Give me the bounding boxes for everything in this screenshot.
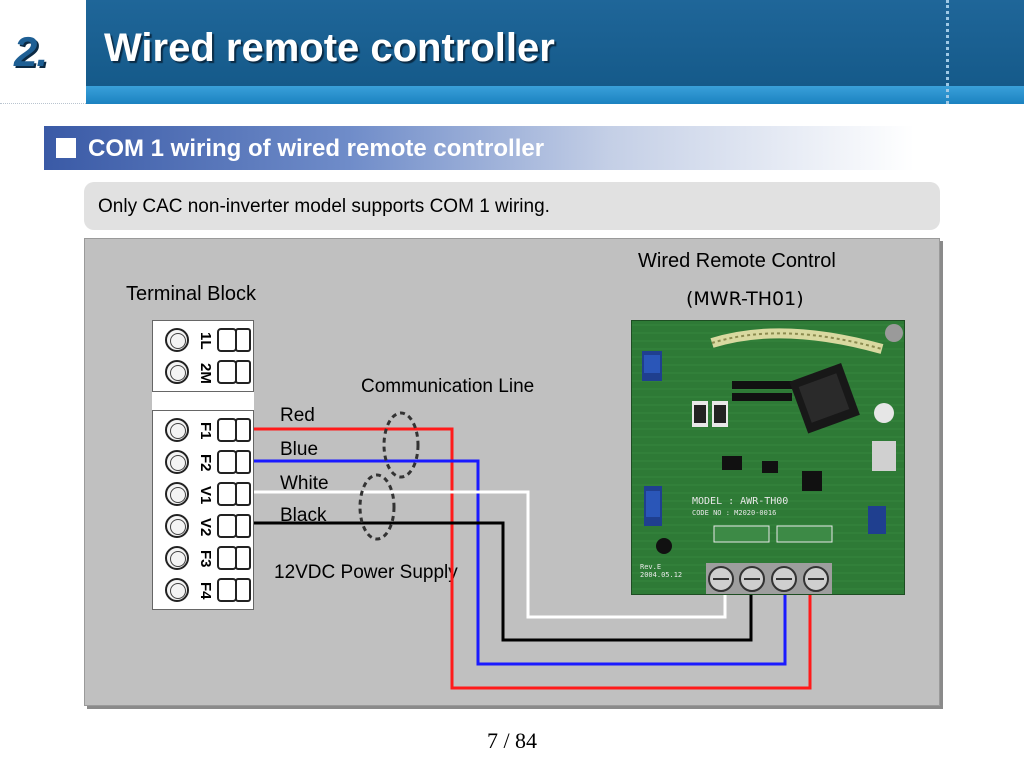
terminal-row: F4 [155,575,251,607]
wire-label-black: Black [280,505,327,526]
terminal-label: F4 [197,582,214,600]
terminal-block-bottom: F1 F2 V1 V2 F3 F4 [152,410,254,610]
terminal-label: 2M [197,362,214,384]
terminal-label: V1 [197,485,214,505]
pcb-code-text: CODE NO : M2020-0016 [692,509,776,517]
screw-icon [165,450,189,474]
section-title: COM 1 wiring of wired remote controller [88,135,545,162]
header-dotted-divider [946,0,949,104]
terminal-socket [235,328,251,352]
section-header: COM 1 wiring of wired remote controller [44,126,914,170]
communication-line-label: Communication Line [361,376,535,397]
power-supply-label: 12VDC Power Supply [274,562,458,583]
header-strip [86,86,1024,104]
screw-icon [165,418,189,442]
remote-control-pcb: MODEL : AWR-TH00 CODE NO : M2020-0016 Re… [631,320,905,595]
header-number-area: 2. [0,0,86,104]
pcb-illustration: MODEL : AWR-TH00 CODE NO : M2020-0016 Re… [632,321,904,594]
terminal-row: F2 [155,447,251,479]
terminal-row: F3 [155,543,251,575]
square-bullet-icon [56,138,76,158]
page-number: 7 / 84 [486,728,538,753]
terminal-socket [235,546,251,570]
note-box: Only CAC non-inverter model supports COM… [84,182,940,230]
terminal-socket [235,360,251,384]
white-wire [254,490,727,619]
screw-icon [165,360,189,384]
note-text: Only CAC non-inverter model supports COM… [98,196,550,217]
terminal-socket [235,418,251,442]
terminal-row: 2M [155,357,251,389]
header-bar [86,0,1024,86]
screw-icon [165,514,189,538]
terminal-label: 1L [197,332,214,350]
terminal-row: 1L [155,325,251,357]
pcb-model-text: MODEL : AWR-TH00 [692,496,788,507]
terminal-socket [235,514,251,538]
remote-control-label: Wired Remote Control [638,250,836,272]
terminal-row: V2 [155,511,251,543]
terminal-label: F2 [197,454,214,472]
terminal-label: V2 [197,517,214,537]
communication-line-marker [382,411,420,479]
pcb-date-text: 2004.05.12 [640,571,682,579]
pcb-rev-text: Rev.E [640,563,661,571]
terminal-socket [235,482,251,506]
remote-model-label: (MWR-TH01) [686,288,804,310]
terminal-block-label: Terminal Block [126,283,257,305]
terminal-socket [235,578,251,602]
terminal-label: F3 [197,550,214,568]
screw-icon [165,546,189,570]
power-supply-marker [358,473,396,541]
black-wire [254,521,753,642]
screw-icon [165,482,189,506]
terminal-block-top: 1L 2M [152,320,254,392]
wire-label-white: White [280,473,329,494]
blue-wire [254,459,787,666]
terminal-socket [235,450,251,474]
wire-label-red: Red [280,405,315,426]
pcb-terminal-screws [708,566,829,592]
page-title: Wired remote controller [104,26,555,70]
terminal-row: V1 [155,479,251,511]
section-number: 2. [14,28,48,75]
wire-label-blue: Blue [280,439,319,460]
terminal-label: F1 [197,422,214,440]
red-wire [254,427,812,690]
screw-icon [165,578,189,602]
terminal-block-gap [152,392,254,410]
terminal-row: F1 [155,415,251,447]
screw-icon [165,328,189,352]
